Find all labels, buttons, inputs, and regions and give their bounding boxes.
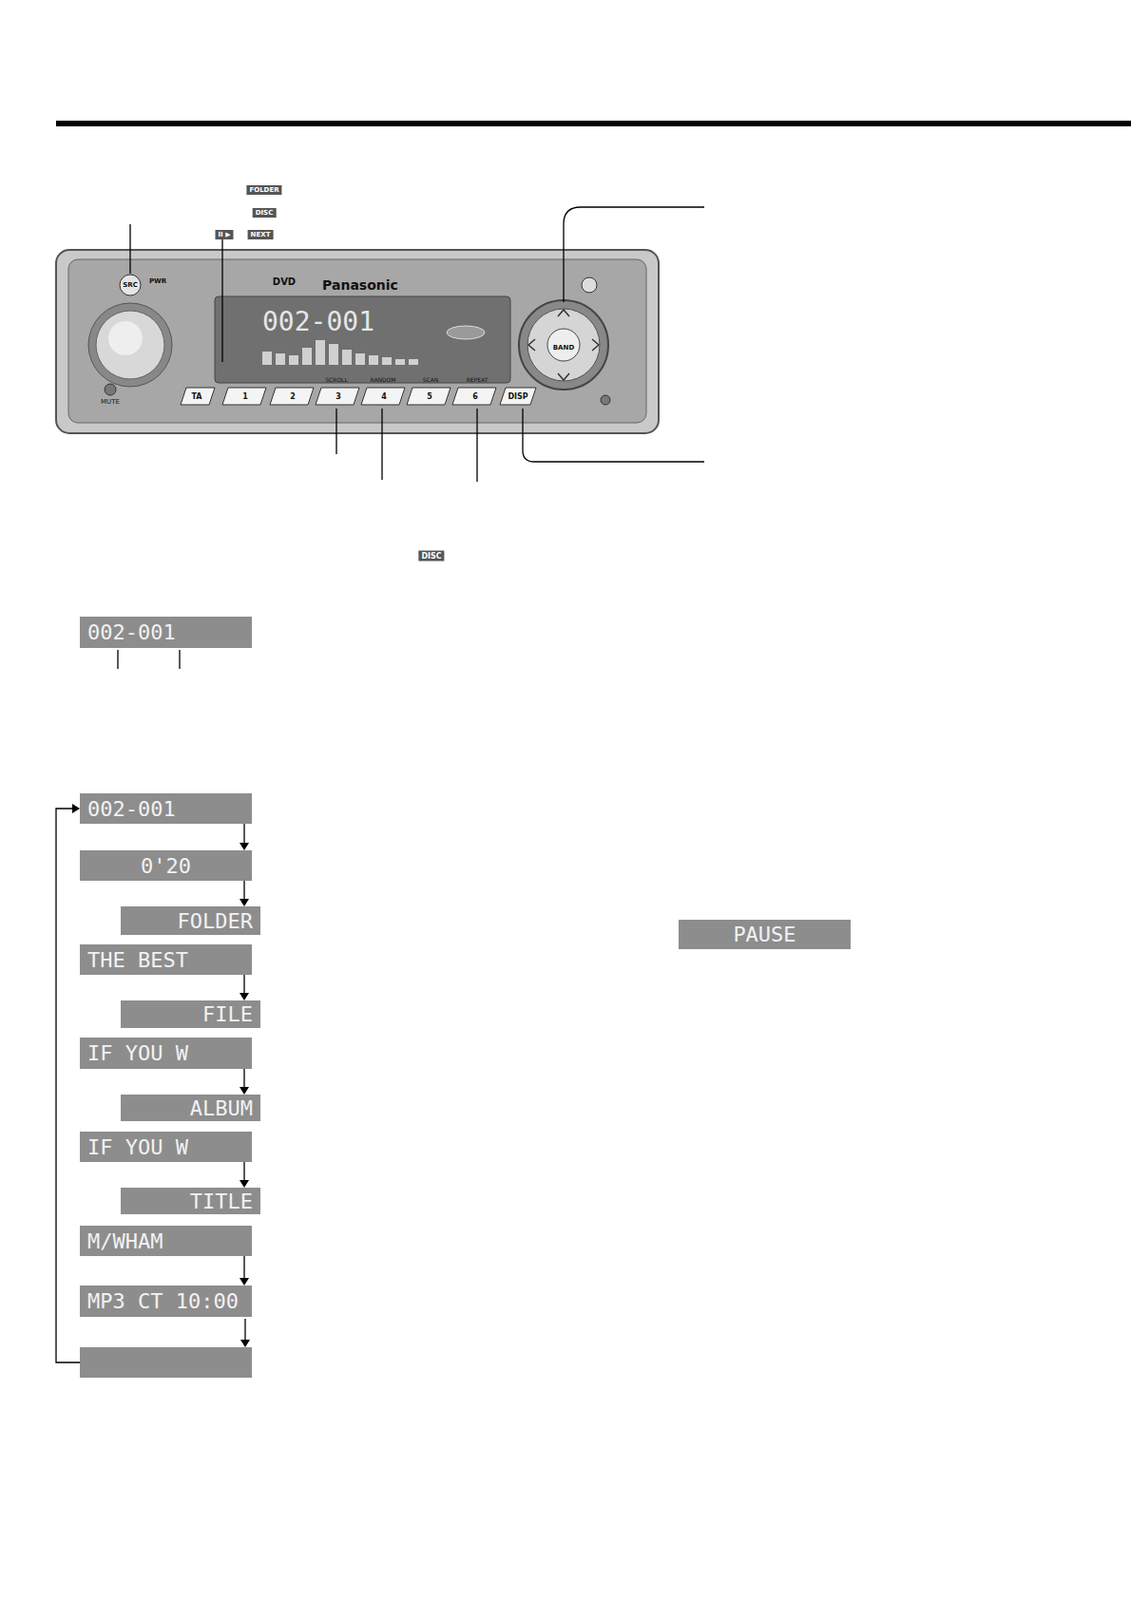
lcd-display-box: THE BEST [79, 944, 252, 976]
band-button [547, 328, 580, 362]
eject-button [581, 277, 597, 293]
display-text: IF YOU W [87, 1041, 189, 1066]
release-button [600, 395, 611, 405]
display-text: TITLE [190, 1189, 253, 1214]
device-label: RANDOM [369, 376, 396, 384]
icon-badge: DISC [418, 551, 444, 562]
level-bars [262, 340, 419, 365]
display-text: THE BEST [87, 948, 189, 973]
housing [56, 249, 659, 434]
display-text: MP3 CT 10:00 [87, 1289, 239, 1314]
icon-badge: FOLDER [246, 185, 282, 195]
lcd-display-box: IF YOU W [79, 1131, 252, 1163]
sequence-arrow [239, 824, 250, 851]
icon-badge: NEXT [248, 230, 274, 240]
device-label: REPEAT [466, 376, 489, 384]
display-text: ALBUM [190, 1096, 253, 1121]
preset-buttons [180, 387, 537, 405]
knob-highlight [108, 321, 143, 356]
sequence-arrow [239, 881, 250, 907]
lcd-display-box: ALBUM [120, 1094, 261, 1122]
device-label: SCROLL [325, 376, 348, 384]
display-text: 0'20 [140, 854, 192, 879]
device-label: MUTE [100, 398, 120, 406]
icon-badge: II ▶ [214, 230, 233, 240]
header-rule [56, 120, 1131, 127]
direction-marks [528, 309, 599, 381]
device-label: 2 [289, 392, 296, 402]
lcd-display-box: MP3 CT 10:00 [79, 1285, 252, 1318]
display-text: 002-001 [87, 797, 176, 822]
display-text: IF YOU W [87, 1135, 189, 1160]
sequence-arrow [239, 1162, 250, 1189]
device-label: 4 [381, 392, 387, 402]
leader-lines [117, 207, 705, 670]
device-label: 002-001 [262, 306, 375, 338]
display-text: FILE [202, 1002, 253, 1027]
device-label: DVD [272, 276, 296, 288]
lcd-display-box: 0'20 [79, 850, 252, 882]
lcd-display [214, 296, 511, 384]
lcd-display-box: FOLDER [120, 906, 261, 936]
lcd-display-box: M/WHAM [79, 1226, 252, 1257]
src-button [119, 274, 141, 296]
rotary-ring [518, 300, 609, 390]
volume-knob [95, 310, 165, 380]
lcd-display-box: PAUSE [678, 920, 851, 950]
lcd-display-box: 002-001 [79, 793, 252, 825]
mute-button [104, 383, 116, 396]
knob-ring [88, 303, 173, 387]
arrowhead [72, 804, 80, 814]
device-label: SCAN [422, 376, 440, 384]
faceplate [68, 259, 647, 423]
blank-display [79, 1347, 252, 1379]
sequence-arrow [239, 1256, 250, 1286]
display-text: M/WHAM [87, 1229, 163, 1254]
device-label: BAND [553, 344, 575, 352]
display-text: FOLDER [177, 909, 253, 934]
mode-indicator [446, 325, 485, 340]
loop-arrows [56, 808, 246, 1363]
rotary-pad [527, 308, 600, 382]
sequence-arrow [239, 975, 250, 1001]
device-label: TA [191, 392, 202, 402]
display-text: 002-001 [87, 620, 176, 645]
device-label: 3 [335, 392, 342, 402]
device-label: 1 [242, 392, 249, 402]
lcd-display-box: 002-001 [79, 616, 252, 649]
lcd-display-box: FILE [120, 1000, 261, 1029]
lcd-display-box: TITLE [120, 1188, 261, 1215]
device-label: SRC [122, 281, 138, 289]
device-label: 6 [472, 392, 479, 402]
device-label: DISP [507, 392, 528, 402]
device-label: 5 [426, 392, 433, 402]
icon-badge: DISC [252, 208, 277, 218]
device-label: Panasonic [322, 277, 399, 293]
device-label: PWR [149, 277, 167, 286]
lcd-display-box: IF YOU W [79, 1037, 252, 1070]
display-text: PAUSE [732, 922, 796, 947]
sequence-arrow [239, 1069, 250, 1095]
arrowhead [240, 1340, 250, 1348]
